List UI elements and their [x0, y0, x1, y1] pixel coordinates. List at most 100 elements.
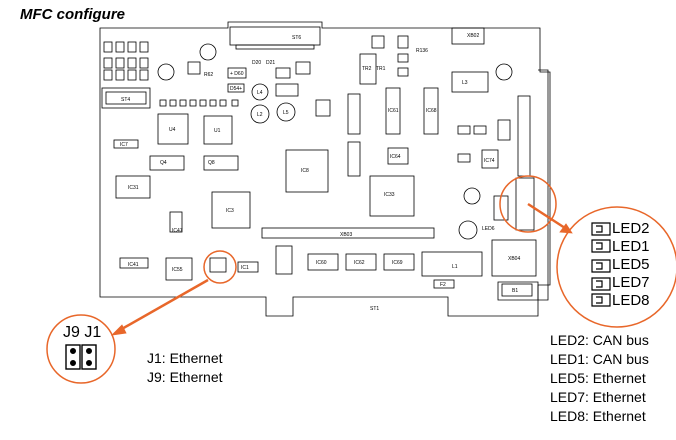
battery-b1: [501, 283, 533, 297]
chip-ic74: [481, 149, 499, 169]
label-ic55: IC55: [172, 267, 183, 273]
connector-xb01: [517, 95, 531, 177]
mounting-bracket: [538, 69, 549, 301]
diagram-title: MFC configure: [20, 6, 125, 23]
chip-ic5: [347, 93, 361, 135]
connector-xb04: [491, 239, 537, 277]
smd-row: [159, 99, 239, 107]
inductor-l5: [276, 102, 296, 122]
chip-u1: [203, 115, 233, 145]
led-callout-circle: [499, 175, 557, 233]
jumper-zoom-circle: [46, 314, 116, 384]
jumper-callout-circle: [203, 250, 237, 284]
jumper-callout-arrow: [119, 278, 209, 332]
jumper-labels: J9 J1: [63, 324, 102, 341]
chip-ic4: [315, 99, 331, 117]
connector-xb02: [451, 27, 485, 45]
led-zoom-circle: [556, 206, 676, 328]
fuse-f2: [433, 279, 455, 289]
label-st4: ST4: [121, 97, 130, 103]
inductor-l1: [421, 251, 483, 277]
label-ic69: IC69: [392, 260, 403, 266]
label-ic33: IC33: [384, 192, 395, 198]
label-xb04: XB04: [508, 256, 520, 262]
label-d54: D54+: [230, 86, 242, 92]
label-u4: U4: [169, 127, 176, 133]
led-names: LED2 LED1 LED5 LED7 LED8: [612, 220, 650, 310]
label-l4: L4: [257, 90, 263, 96]
transistor-q4: [149, 155, 185, 171]
label-ic7: IC7: [120, 142, 128, 148]
jumper-j9: [65, 344, 81, 370]
label-l3: L3: [462, 80, 468, 86]
capacitor-c50: [458, 220, 478, 240]
led-legend: LED2: CAN bus LED1: CAN bus LED5: Ethern…: [550, 331, 649, 426]
jumper-block-board: [209, 257, 227, 273]
label-ic3: IC3: [226, 208, 234, 214]
led-name: LED2: [612, 220, 650, 237]
label-l2: L2: [257, 112, 263, 118]
label-st6: ST6: [292, 35, 301, 41]
label-tr2: TR2: [362, 66, 372, 72]
chip-ic69: [383, 253, 415, 271]
transistor-q8: [203, 155, 239, 171]
chip-ic6: [347, 141, 361, 177]
label-ic68: IC68: [426, 108, 437, 114]
label-ic74: IC74: [484, 158, 495, 164]
led-legend-item: LED5: Ethernet: [550, 370, 646, 386]
label-ic61: IC61: [388, 108, 399, 114]
chip-ic41: [119, 257, 149, 269]
connector-st4: [101, 87, 151, 109]
connector-xb03: [261, 227, 435, 239]
led-legend-item: LED7: Ethernet: [550, 389, 646, 405]
label-ic60: IC60: [316, 260, 327, 266]
label-d60: + D60: [230, 71, 244, 77]
capacitor-c4: [157, 63, 175, 81]
label-l1: L1: [452, 264, 458, 270]
label-r62: R62: [204, 72, 213, 78]
label-ic47: IC47: [172, 228, 183, 234]
capacitor-c30: [495, 63, 513, 81]
jumper-j1: [81, 344, 97, 370]
label-b1: B1: [512, 288, 518, 294]
led-name: LED8: [612, 292, 650, 309]
chip-ic61: [385, 87, 401, 135]
label-xb03: XB03: [340, 232, 352, 238]
led-connectors: [591, 222, 611, 307]
led-name: LED5: [612, 256, 650, 273]
label-ic1: IC1: [241, 265, 249, 271]
chip-ic33: [369, 175, 415, 217]
chip-ic68: [423, 87, 439, 135]
label-q4: Q4: [160, 160, 167, 166]
inductor-l3: [451, 71, 489, 93]
chip-ic56: [275, 245, 293, 275]
chip-ic64: [387, 147, 409, 165]
label-xb02: XB02: [467, 33, 479, 39]
led-legend-item: LED8: Ethernet: [550, 408, 646, 424]
label-f2: F2: [440, 282, 446, 288]
label-ic62: IC62: [354, 260, 365, 266]
label-r136: R136: [416, 48, 428, 54]
chip-u4: [157, 113, 189, 145]
label-ic8: IC8: [301, 168, 309, 174]
chip-ic62: [345, 253, 377, 271]
label-tr1: TR1: [376, 66, 386, 72]
label-ic64: IC64: [390, 154, 401, 160]
led-name: LED7: [612, 274, 650, 291]
transformer-tr2: [359, 53, 377, 85]
chip-ic3: [211, 191, 251, 229]
led-callout-arrow: [527, 202, 566, 230]
chip-ic1: [237, 261, 259, 273]
chip-ic60: [307, 253, 339, 271]
jumper-legend-item: J9: Ethernet: [147, 369, 223, 385]
chip-ic8: [285, 149, 329, 193]
inductor-l2: [250, 104, 270, 124]
label-d20: D20: [252, 60, 261, 66]
bracket-tab: [497, 281, 539, 301]
label-q8: Q8: [208, 160, 215, 166]
capacitor-c27: [463, 187, 481, 205]
label-ic31: IC31: [128, 185, 139, 191]
label-st1: ST1: [370, 306, 379, 312]
led-block-board: [515, 177, 535, 231]
